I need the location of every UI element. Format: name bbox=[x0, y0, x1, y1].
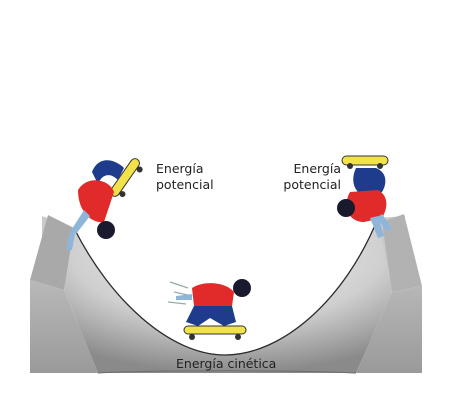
label-left-line1: Energía bbox=[156, 161, 204, 176]
right-skater bbox=[337, 155, 392, 238]
label-right-line2: potencial bbox=[283, 177, 341, 192]
half-pipe-ramp bbox=[30, 214, 422, 374]
right-skateboard bbox=[341, 155, 389, 169]
label-potential-energy-left: Energía potencial bbox=[156, 161, 214, 193]
left-skateboard bbox=[109, 158, 143, 198]
speed-lines bbox=[167, 281, 193, 305]
left-skater bbox=[66, 158, 143, 250]
label-left-line2: potencial bbox=[156, 177, 214, 192]
bottom-skateboard bbox=[183, 325, 247, 340]
bottom-skater bbox=[167, 279, 251, 340]
label-potential-energy-right: Energía potencial bbox=[283, 161, 341, 193]
label-kinetic-energy: Energía cinética bbox=[176, 356, 277, 371]
label-right-line1: Energía bbox=[293, 161, 342, 176]
